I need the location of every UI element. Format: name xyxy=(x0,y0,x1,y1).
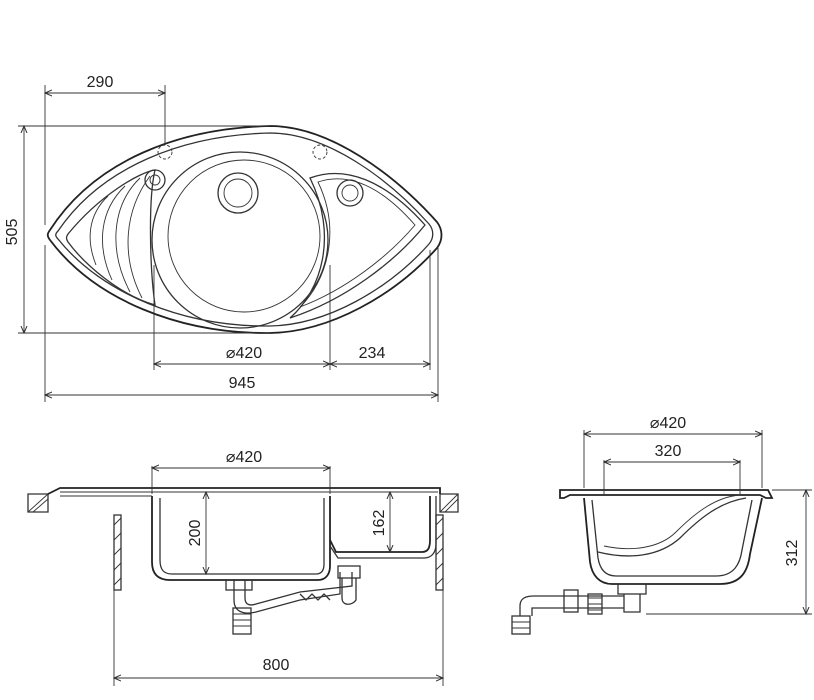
side-dim-label-312: 312 xyxy=(784,540,801,567)
small-drain-inner-icon xyxy=(341,184,359,202)
front-section: ⌀420 200 162 800 xyxy=(27,449,459,686)
sink-outline-outer xyxy=(46,125,443,334)
drainer-groove xyxy=(115,177,141,293)
trap-bottom xyxy=(232,607,252,635)
side-drain-fitting xyxy=(617,583,647,595)
front-dim-label-200: 200 xyxy=(187,520,204,547)
top-view: 290 505 ⌀420 234 945 xyxy=(4,74,443,402)
small-bowl xyxy=(289,172,426,319)
side-section: ⌀420 320 312 xyxy=(511,415,812,635)
dim-label-290: 290 xyxy=(87,74,114,91)
waste-pipe-main xyxy=(233,572,341,614)
drain-icon xyxy=(217,172,259,214)
side-rim xyxy=(559,489,774,499)
drain-inner-icon xyxy=(223,178,253,208)
dim-label-945: 945 xyxy=(229,375,256,392)
front-dim-label-162: 162 xyxy=(371,510,388,537)
drainer-groove xyxy=(127,175,151,299)
overflow-button-inner-icon xyxy=(149,174,161,186)
sink-rim-top xyxy=(47,487,441,495)
side-waste-pipe xyxy=(519,595,624,616)
side-dim-label-320: 320 xyxy=(655,443,682,460)
side-pipe-coupling-1 xyxy=(563,589,579,613)
drain-fitting-small xyxy=(337,565,361,579)
flexible-hose xyxy=(299,593,331,601)
side-dim-label-420: ⌀420 xyxy=(650,415,686,432)
countertop-right xyxy=(439,493,459,513)
drainer-groove xyxy=(102,185,126,281)
small-bowl-inner xyxy=(299,178,416,308)
dim-label-234: 234 xyxy=(359,345,386,362)
cabinet-wall-left xyxy=(113,514,122,591)
dim-label-bowl-420: ⌀420 xyxy=(226,345,262,362)
countertop-left xyxy=(27,493,49,513)
sink-outline-inner xyxy=(55,132,434,327)
side-pipe-elbow xyxy=(511,615,531,635)
tap-hole-right-icon xyxy=(312,144,328,160)
front-dim-label-800: 800 xyxy=(263,657,290,674)
drainer-groove xyxy=(89,195,109,266)
dim-label-505: 505 xyxy=(4,219,21,246)
front-main-bowl xyxy=(151,496,331,581)
front-small-bowl xyxy=(329,496,431,553)
side-drain-pipe xyxy=(623,594,641,613)
small-drain-icon xyxy=(336,179,364,207)
cabinet-wall-right xyxy=(435,514,444,591)
side-bowl-slope xyxy=(597,497,747,557)
trap-small xyxy=(341,578,357,605)
side-bowl xyxy=(583,497,763,585)
drain-fitting-main xyxy=(225,579,253,591)
front-dim-label-420: ⌀420 xyxy=(226,449,262,466)
main-bowl xyxy=(151,151,329,329)
main-bowl-inner xyxy=(167,159,321,313)
overflow-button-icon xyxy=(144,169,166,191)
